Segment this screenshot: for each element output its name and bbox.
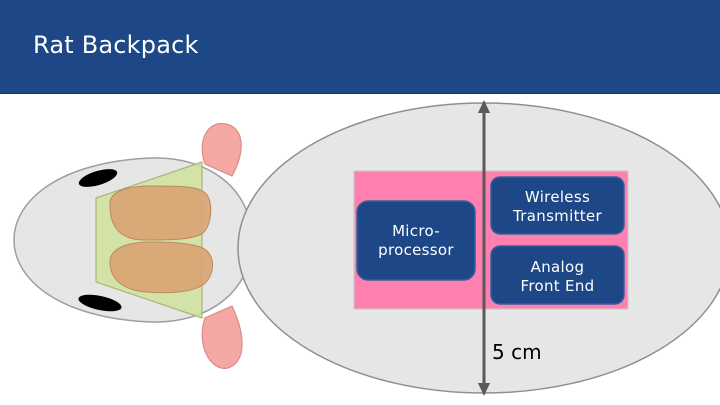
analog-front-end-chip <box>490 245 625 305</box>
microprocessor-label: Micro- processor <box>378 222 454 259</box>
scale-arrow-head-bottom <box>478 383 490 396</box>
rat-ear-bottom <box>201 305 243 369</box>
slide-title: Rat Backpack <box>33 31 199 59</box>
brain-lobe-top <box>109 185 212 241</box>
scale-arrow-head-top <box>478 100 490 113</box>
rat-eye-top <box>78 169 118 187</box>
brain-lobe-bottom <box>109 241 213 294</box>
analog-front-end-label: Analog Front End <box>520 258 595 295</box>
scale-label: 5 cm <box>492 340 542 364</box>
title-bar: Rat Backpack <box>0 0 720 94</box>
wireless-transmitter-chip <box>490 176 625 235</box>
rat-eye-bottom <box>78 294 122 312</box>
rat-ear-top <box>201 122 242 177</box>
microprocessor-chip <box>356 200 476 281</box>
wireless-transmitter-label: Wireless Transmitter <box>513 188 602 225</box>
